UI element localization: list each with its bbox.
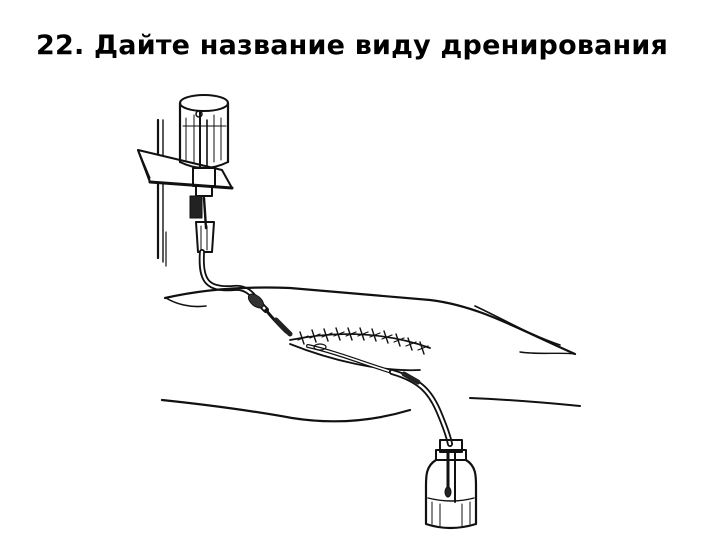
inflow-tube [198, 249, 293, 337]
stand-shelf [137, 149, 234, 190]
stand-pole [156, 118, 167, 267]
slide-title: 22. Дайте название виду дренирования [36, 30, 669, 61]
body-outline [160, 286, 581, 423]
lower-bottle [424, 439, 478, 530]
outflow-tube [389, 369, 453, 447]
incision-sutures [289, 327, 431, 374]
upper-connector [189, 195, 215, 253]
upper-bottle [178, 94, 230, 197]
